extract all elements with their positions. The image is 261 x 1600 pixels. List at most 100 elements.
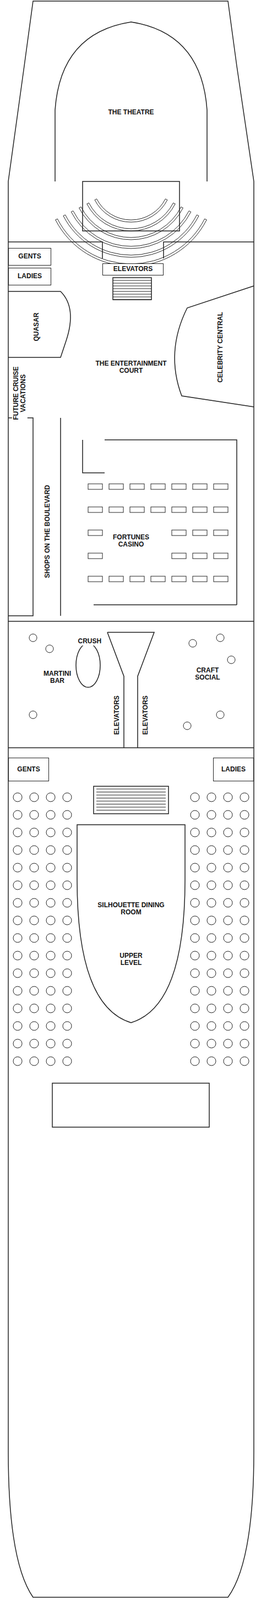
- dining-table: [62, 970, 72, 980]
- restroom-box: LADIES: [213, 758, 254, 783]
- dining-table: [223, 829, 233, 839]
- area-label: SILHOUETTE DINING ROOM: [94, 902, 168, 918]
- stair-step: [112, 300, 152, 301]
- dining-table: [62, 1040, 72, 1050]
- dining-table: [13, 987, 23, 997]
- seat-row: [94, 199, 168, 223]
- casino-table: [109, 577, 124, 583]
- dining-table: [240, 882, 249, 891]
- casino-table: [129, 507, 145, 514]
- casino-table: [192, 484, 208, 491]
- casino-table: [150, 484, 166, 491]
- room-name: LADIES: [221, 767, 246, 775]
- dining-table: [223, 1005, 233, 1015]
- dining-table: [223, 811, 233, 821]
- dining-table: [62, 811, 72, 821]
- dining-table: [13, 1023, 23, 1032]
- dining-table: [223, 934, 233, 944]
- dining-table: [190, 899, 200, 909]
- dining-table: [29, 794, 39, 803]
- dining-table: [223, 970, 233, 980]
- dining-table: [13, 829, 23, 839]
- casino-table: [88, 577, 103, 583]
- dining-table: [29, 829, 39, 839]
- dining-table: [13, 917, 23, 927]
- restroom-box: LADIES: [8, 268, 52, 286]
- seat-row: [79, 207, 184, 241]
- dining-table: [62, 1005, 72, 1015]
- dining-table: [207, 952, 216, 962]
- area-label: FUTURE CRUISE VACATIONS: [12, 362, 28, 426]
- area-label: CELEBRITY CENTRAL: [216, 311, 225, 384]
- stair-step: [96, 808, 166, 809]
- dining-table: [46, 1005, 56, 1015]
- dining-table: [13, 1005, 23, 1015]
- casino-table: [88, 530, 103, 537]
- dining-table: [13, 934, 23, 944]
- celebrity-central: [174, 286, 254, 408]
- dining-table: [240, 987, 249, 997]
- seat-row: [71, 211, 191, 249]
- stair-step: [112, 283, 152, 285]
- stair-step: [112, 286, 152, 287]
- hull-outline: [8, 1, 254, 1600]
- dining-table: [13, 899, 23, 909]
- stage-area: [82, 181, 180, 232]
- dining-table: [207, 1058, 216, 1068]
- area-label: UPPER LEVEL: [110, 953, 152, 969]
- dining-table: [62, 1058, 72, 1068]
- dining-table: [240, 829, 249, 839]
- bar-table: [227, 656, 236, 665]
- dining-table: [207, 882, 216, 891]
- stair-step: [96, 798, 166, 800]
- dining-table: [46, 882, 56, 891]
- dining-table: [190, 1040, 200, 1050]
- dining-table: [29, 882, 39, 891]
- dining-table: [29, 1040, 39, 1050]
- area-label: FORTUNES CASINO: [105, 534, 157, 550]
- dining-table: [190, 987, 200, 997]
- dining-table: [29, 917, 39, 927]
- dining-table: [207, 811, 216, 821]
- dining-table: [240, 899, 249, 909]
- room-name: LADIES: [17, 273, 42, 281]
- area-label: SHOPS ON THE BOULEVARD: [42, 484, 52, 580]
- bar-table: [29, 711, 37, 720]
- dining-table: [223, 1040, 233, 1050]
- stair-step: [96, 790, 166, 791]
- casino-table: [171, 530, 187, 537]
- area-label: ELEVATORS: [141, 694, 150, 737]
- dining-table: [207, 864, 216, 874]
- dining-table: [223, 846, 233, 856]
- shops-wall: [8, 418, 61, 617]
- dining-table: [240, 1005, 249, 1015]
- stair-step: [96, 802, 166, 803]
- dining-table: [190, 917, 200, 927]
- dining-table: [13, 952, 23, 962]
- dining-table: [223, 952, 233, 962]
- dining-table: [62, 846, 72, 856]
- casino-table: [213, 507, 228, 514]
- area-label: MARTINI BAR: [39, 670, 75, 687]
- dining-table: [240, 934, 249, 944]
- dining-table: [240, 970, 249, 980]
- dining-table: [207, 846, 216, 856]
- dining-table: [190, 864, 200, 874]
- area-label: THE ENTERTAINMENT COURT: [94, 360, 168, 376]
- dining-table: [190, 794, 200, 803]
- dining-table: [207, 1005, 216, 1015]
- seat-row: [87, 203, 176, 232]
- dining-table: [62, 952, 72, 962]
- area-label: CRUSH: [77, 638, 103, 647]
- dining-table: [190, 934, 200, 944]
- dining-table: [62, 882, 72, 891]
- dining-table: [240, 846, 249, 856]
- dining-table: [29, 952, 39, 962]
- dining-table: [46, 829, 56, 839]
- casino-table: [192, 507, 208, 514]
- dining-table: [46, 846, 56, 856]
- room-name: GENTS: [18, 253, 41, 261]
- dining-table: [29, 864, 39, 874]
- dining-oval: [77, 825, 186, 1025]
